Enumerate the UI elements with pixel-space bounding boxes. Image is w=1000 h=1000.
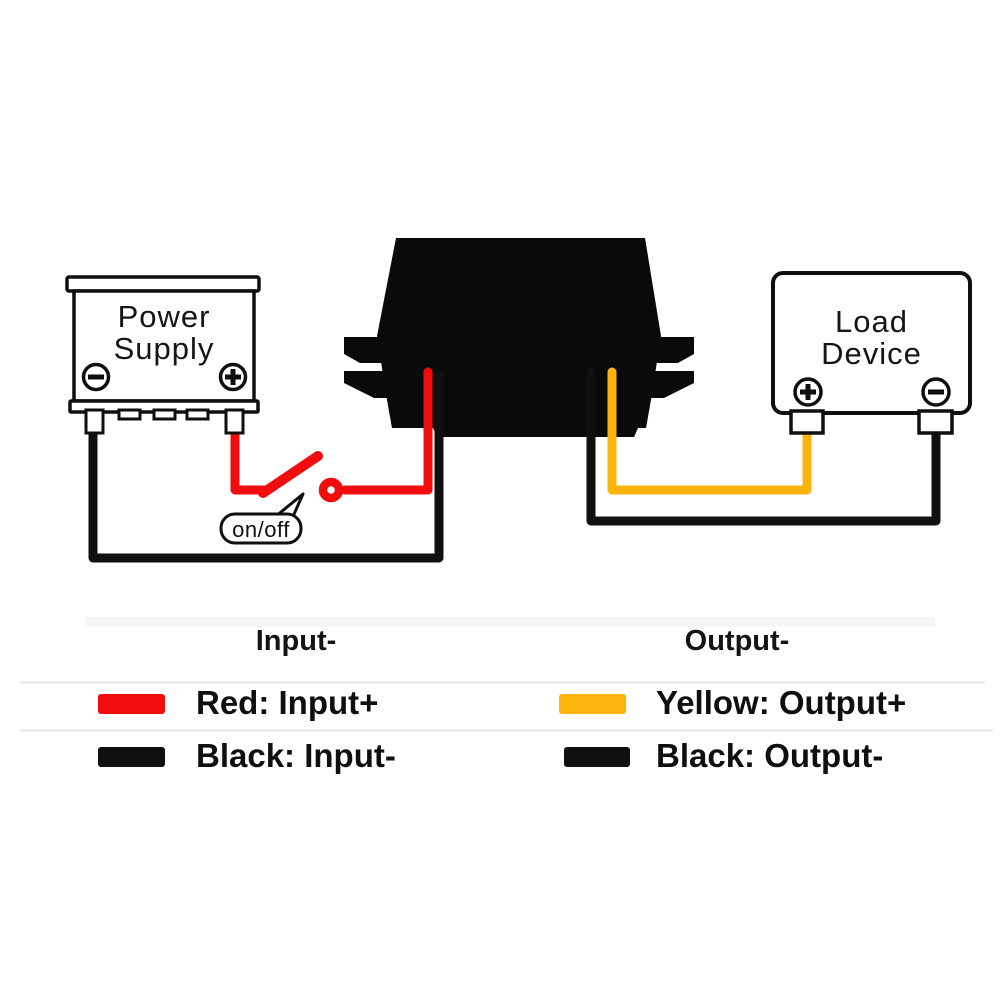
module-body bbox=[377, 238, 661, 437]
bubble-body bbox=[219, 512, 303, 545]
background-seam bbox=[20, 681, 985, 684]
switch-blade bbox=[258, 451, 323, 498]
legend-swatch-black-output bbox=[564, 747, 630, 767]
vent-slot bbox=[185, 408, 210, 421]
load-device-label-line2: Device bbox=[821, 336, 922, 371]
input-minus-label: Input- bbox=[255, 625, 337, 657]
legend-label-black-input: Black: Input- bbox=[196, 737, 396, 774]
load-device-body bbox=[771, 271, 972, 415]
terminal-tab-positive bbox=[789, 409, 825, 435]
yellow-output-wire bbox=[607, 367, 812, 495]
power-supply-label-line2: Supply bbox=[113, 331, 215, 366]
vent-slot bbox=[117, 408, 142, 421]
terminal-post-negative bbox=[84, 408, 105, 435]
legend-label-red-input: Red: Input+ bbox=[196, 684, 379, 721]
legend-label-black-output: Black: Output- bbox=[656, 737, 884, 774]
background-seam bbox=[20, 729, 993, 732]
red-input-wire-module-side bbox=[340, 367, 433, 495]
vent-slot bbox=[152, 408, 177, 421]
power-supply-box bbox=[65, 275, 261, 435]
legend-swatch-black-input bbox=[98, 747, 165, 767]
output-minus-label: Output- bbox=[684, 625, 790, 657]
legend-label-yellow-output: Yellow: Output+ bbox=[656, 684, 907, 721]
power-supply-lid bbox=[65, 275, 261, 293]
background-seam bbox=[85, 617, 935, 627]
minus-screw-icon bbox=[81, 362, 111, 392]
legend-swatch-red bbox=[98, 694, 165, 714]
terminal-tab-negative bbox=[917, 409, 954, 435]
onoff-switch-label: on/off bbox=[232, 517, 290, 542]
plus-screw-icon bbox=[793, 377, 823, 407]
plus-screw-icon bbox=[218, 362, 248, 392]
power-supply-label-line1: Power bbox=[117, 299, 211, 334]
power-supply-label: Power Supply bbox=[74, 301, 254, 365]
load-device-label: Load Device bbox=[773, 306, 970, 370]
black-output-wire bbox=[586, 367, 941, 526]
terminal-post-positive bbox=[224, 408, 245, 435]
black-input-wire bbox=[88, 371, 444, 563]
legend-swatches bbox=[98, 694, 630, 767]
legend-swatch-yellow bbox=[559, 694, 626, 714]
minus-screw-icon bbox=[921, 377, 951, 407]
load-device-label-line1: Load bbox=[835, 304, 908, 339]
onoff-bubble bbox=[219, 492, 305, 545]
switch-contact bbox=[318, 477, 344, 503]
converter-module bbox=[344, 238, 694, 437]
red-input-wire-supply-side bbox=[230, 419, 271, 495]
load-device-box bbox=[771, 271, 972, 435]
